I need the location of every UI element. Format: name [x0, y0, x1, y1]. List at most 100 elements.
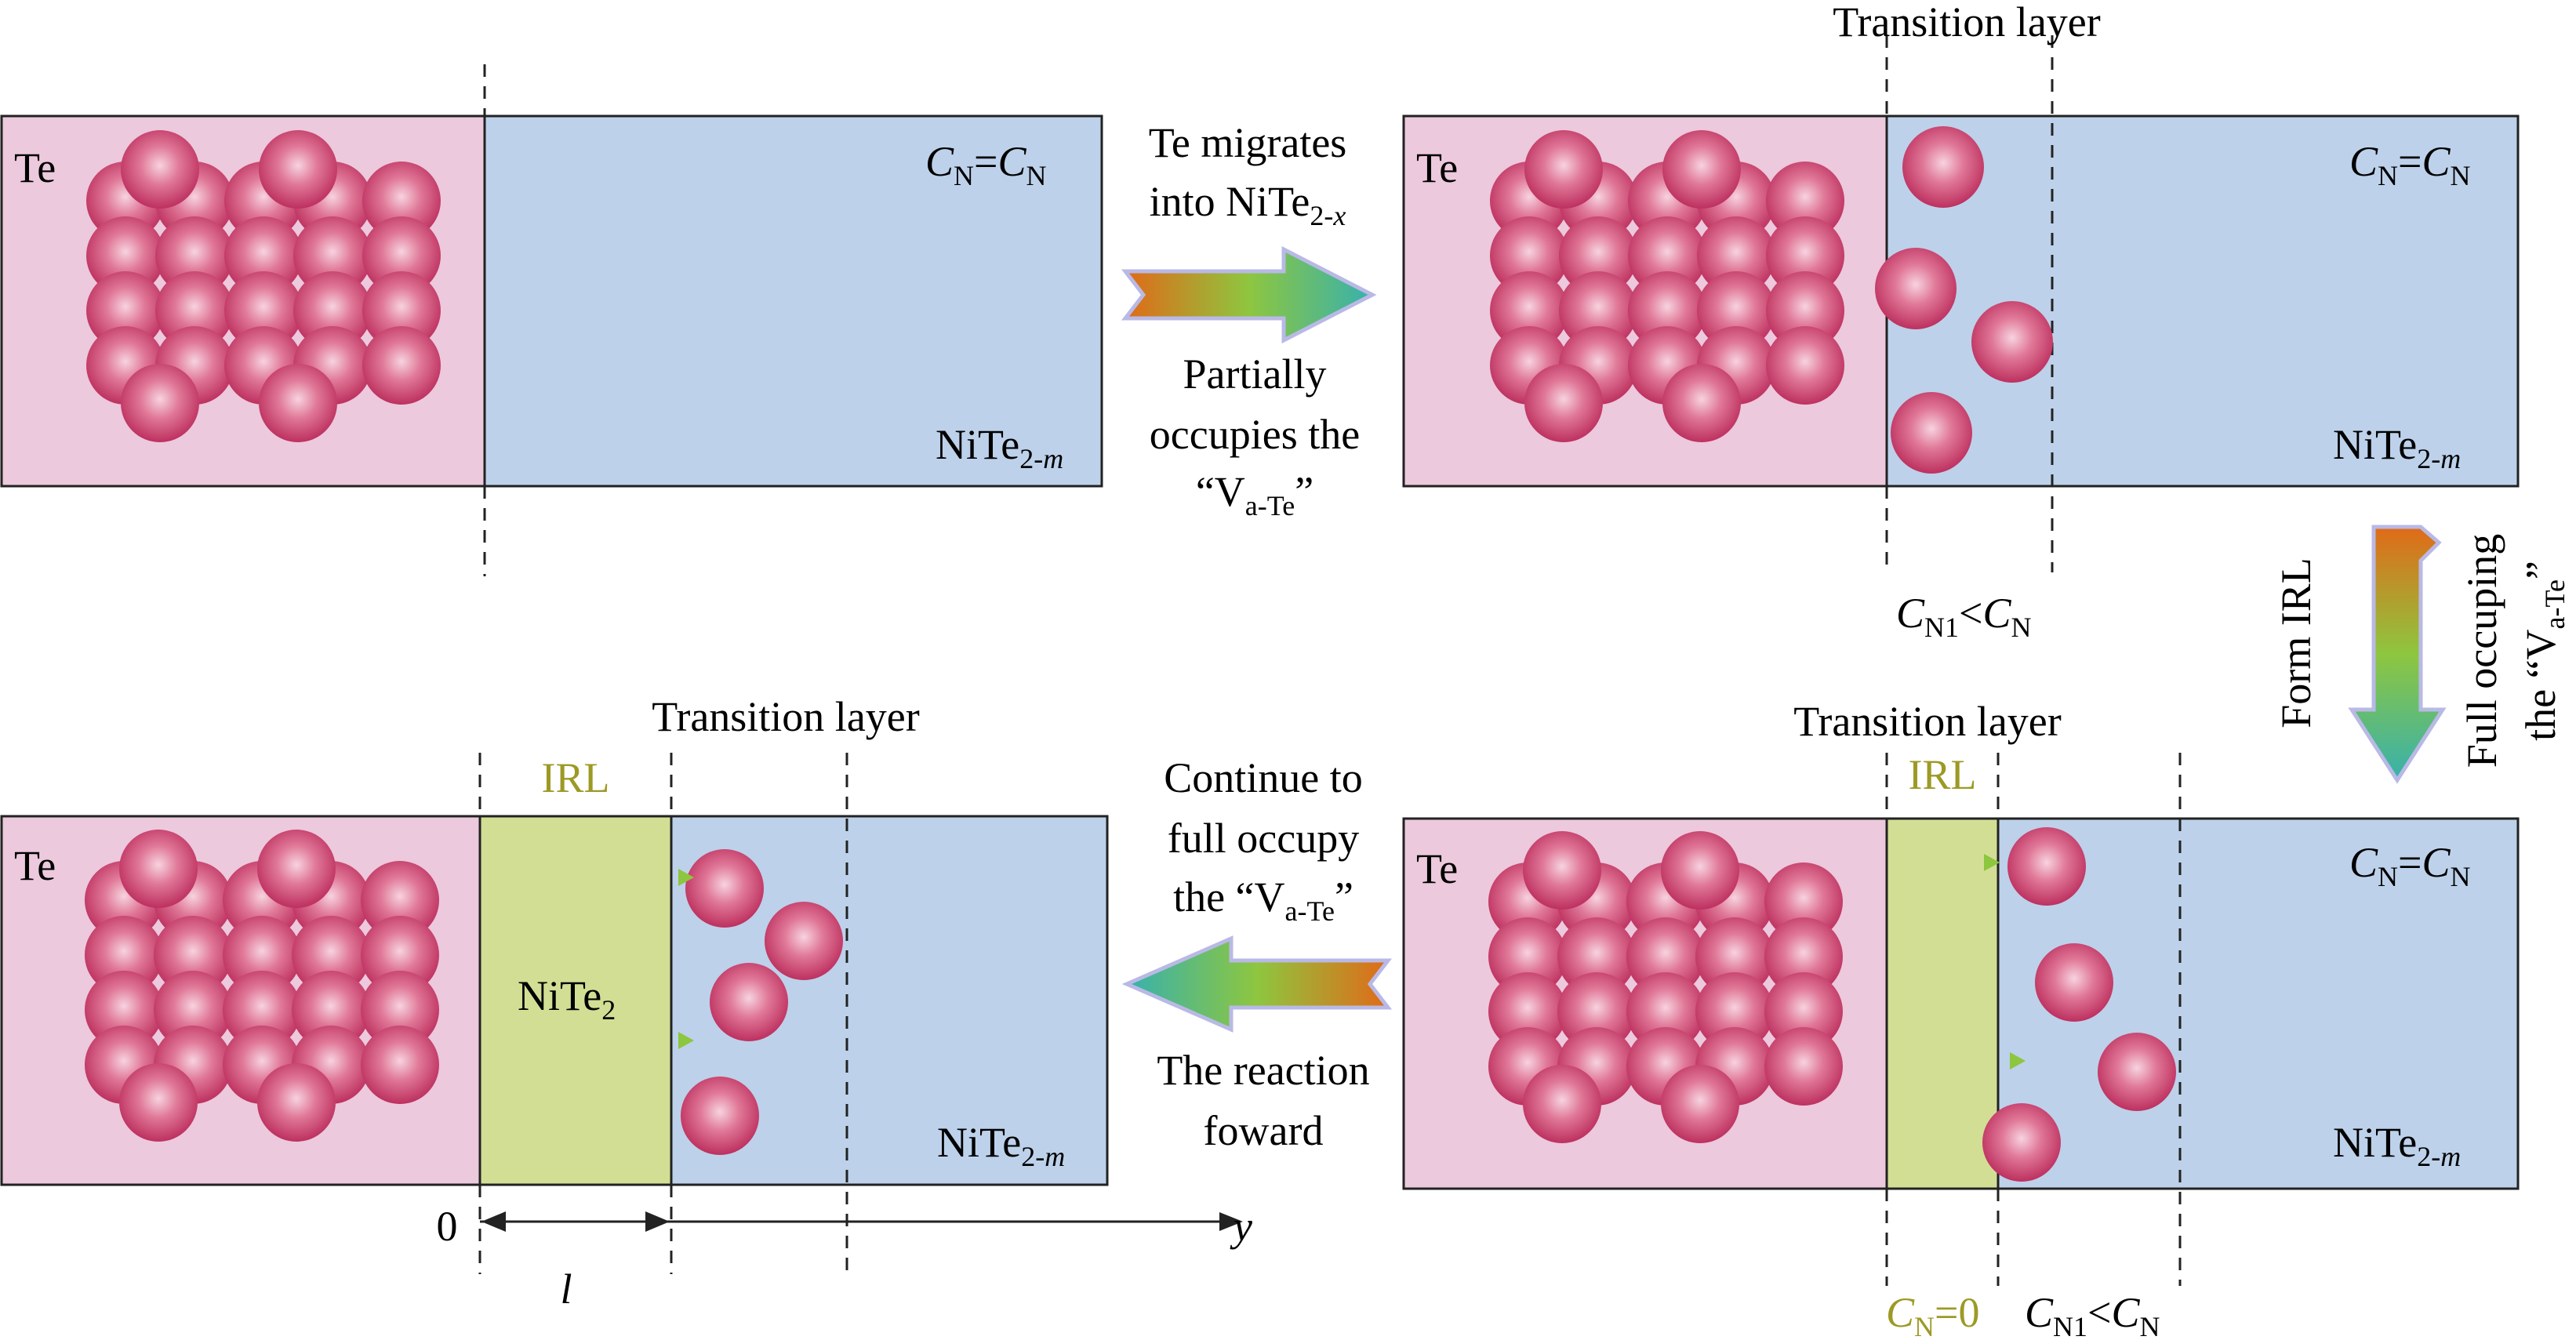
y-axis-label: y: [1230, 1203, 1252, 1250]
te-atom: [1764, 862, 1843, 941]
nite2-label: NiTe2: [518, 972, 616, 1026]
te-label: Te: [14, 842, 56, 889]
te-atom: [154, 971, 232, 1049]
te-atom: [86, 271, 165, 350]
te-atom: [85, 916, 163, 994]
migrated-te-atom: [1982, 1103, 2061, 1182]
te-atom: [1559, 271, 1637, 350]
te-atom: [121, 130, 199, 209]
te-atom: [1523, 1065, 1601, 1143]
migrated-atoms: [1982, 827, 2176, 1182]
te-atom: [361, 916, 439, 994]
te-atom: [1559, 216, 1637, 295]
arrow-right-bottom-line2: occupies the: [1150, 411, 1360, 458]
migrated-atoms: [1875, 126, 2053, 474]
te-atom: [1662, 130, 1741, 209]
te-atom-cluster: [86, 130, 441, 442]
diffusion-arrowhead: [678, 869, 694, 886]
thickness-arrowhead-left-icon: [481, 1211, 506, 1232]
arrow-left-top-line2: full occupy: [1168, 815, 1359, 862]
panel-1: Te CN=CN NiTe2-m: [0, 64, 1103, 576]
migrated-te-atom: [1891, 392, 1972, 474]
arrow-left-group: Continue to full occupy the “Va-Te” The …: [1121, 754, 1393, 1154]
te-atom: [1490, 271, 1568, 350]
migrated-te-atom: [710, 963, 788, 1041]
te-atom: [1524, 364, 1603, 442]
thickness-arrowhead-right-icon: [645, 1211, 670, 1232]
te-atom: [224, 271, 303, 350]
arrow-right-icon: [1121, 245, 1377, 344]
transition-layer-title: Transition layer: [1833, 0, 2100, 45]
te-atom: [361, 971, 439, 1049]
diffusion-arrowhead: [678, 1032, 694, 1049]
concentration-label: CN=CN: [2349, 138, 2471, 191]
te-atom: [1766, 216, 1844, 295]
arrow-left-bottom-line2: foward: [1204, 1107, 1324, 1154]
te-atom: [1764, 972, 1843, 1051]
te-atom: [1628, 271, 1706, 350]
arrow-left-top-line3: the “Va-Te”: [1173, 873, 1353, 927]
te-atom: [121, 364, 199, 442]
arrow-right-top-line1: Te migrates: [1149, 119, 1347, 166]
te-atom: [292, 971, 370, 1049]
te-atom: [1695, 917, 1774, 996]
migrated-te-atom: [1971, 301, 2053, 383]
arrow-right-group: Te migrates into NiTe2-x Partially occup…: [1121, 119, 1377, 521]
te-atom: [1557, 972, 1636, 1051]
axis-origin-label: 0: [437, 1203, 458, 1250]
arrow-down-icon: [2348, 525, 2447, 784]
arrow-down-right-line2: the “Va-Te”: [2517, 561, 2571, 741]
arrow-right-top-line2: into NiTe2-x: [1150, 178, 1346, 231]
te-atom: [155, 216, 234, 295]
migrated-te-atom: [2035, 943, 2113, 1022]
te-atom: [362, 326, 441, 405]
y-axis-arrowhead-icon: [1219, 1212, 1243, 1231]
te-atom: [361, 861, 439, 939]
irl-region: [1887, 819, 1998, 1189]
arrow-left-top-line1: Continue to: [1164, 754, 1363, 801]
nite-label: NiTe2-m: [2333, 1119, 2461, 1172]
panel-3: Transition layer IRL Te CN=CN NiTe2-m CN…: [1402, 698, 2520, 1340]
te-atom: [1488, 972, 1567, 1051]
migrated-te-atom: [2098, 1033, 2176, 1111]
te-atom: [1697, 216, 1775, 295]
irl-label: IRL: [542, 754, 610, 801]
te-atom: [1661, 1065, 1739, 1143]
panel-4: Transition layer IRL Te NiTe2 NiTe2-m 0 …: [0, 693, 1252, 1313]
te-atom-cluster: [1488, 831, 1843, 1143]
te-atom: [1488, 917, 1567, 996]
te-atom: [259, 130, 337, 209]
te-label: Te: [1416, 144, 1458, 191]
te-label: Te: [1416, 845, 1458, 892]
arrow-left-icon: [1121, 935, 1393, 1033]
te-atom: [1626, 917, 1705, 996]
te-atom: [1766, 271, 1844, 350]
transition-concentration-label: CN1<CN: [1896, 590, 2032, 643]
panel-border: [0, 114, 1103, 488]
irl-concentration-label: CN=0: [1886, 1289, 1980, 1336]
te-atom: [293, 271, 372, 350]
te-atom: [1764, 917, 1843, 996]
te-atom: [1766, 162, 1844, 240]
migrated-atoms: [681, 849, 843, 1155]
te-atom-cluster: [85, 830, 439, 1142]
te-atom: [1697, 271, 1775, 350]
transition-layer-title: Transition layer: [1793, 698, 2061, 745]
panel-border: [0, 815, 1109, 1186]
migrated-te-atom: [685, 849, 764, 928]
panel-border: [1402, 817, 2520, 1190]
te-atom: [1628, 216, 1706, 295]
form-irl-label: Form IRL: [2273, 557, 2320, 728]
te-atom: [1523, 831, 1601, 910]
te-atom: [154, 916, 232, 994]
arrow-left-bottom-line1: The reaction: [1157, 1047, 1369, 1094]
te-atom: [86, 216, 165, 295]
nite-label: NiTe2-m: [937, 1119, 1065, 1172]
transition-layer-title: Transition layer: [652, 693, 919, 740]
te-atom: [1764, 1027, 1843, 1106]
irl-thickness-label: l: [560, 1266, 572, 1313]
concentration-label: CN=CN: [925, 138, 1047, 191]
panel-border: [1402, 114, 2520, 488]
migrated-te-atom: [2007, 827, 2086, 906]
